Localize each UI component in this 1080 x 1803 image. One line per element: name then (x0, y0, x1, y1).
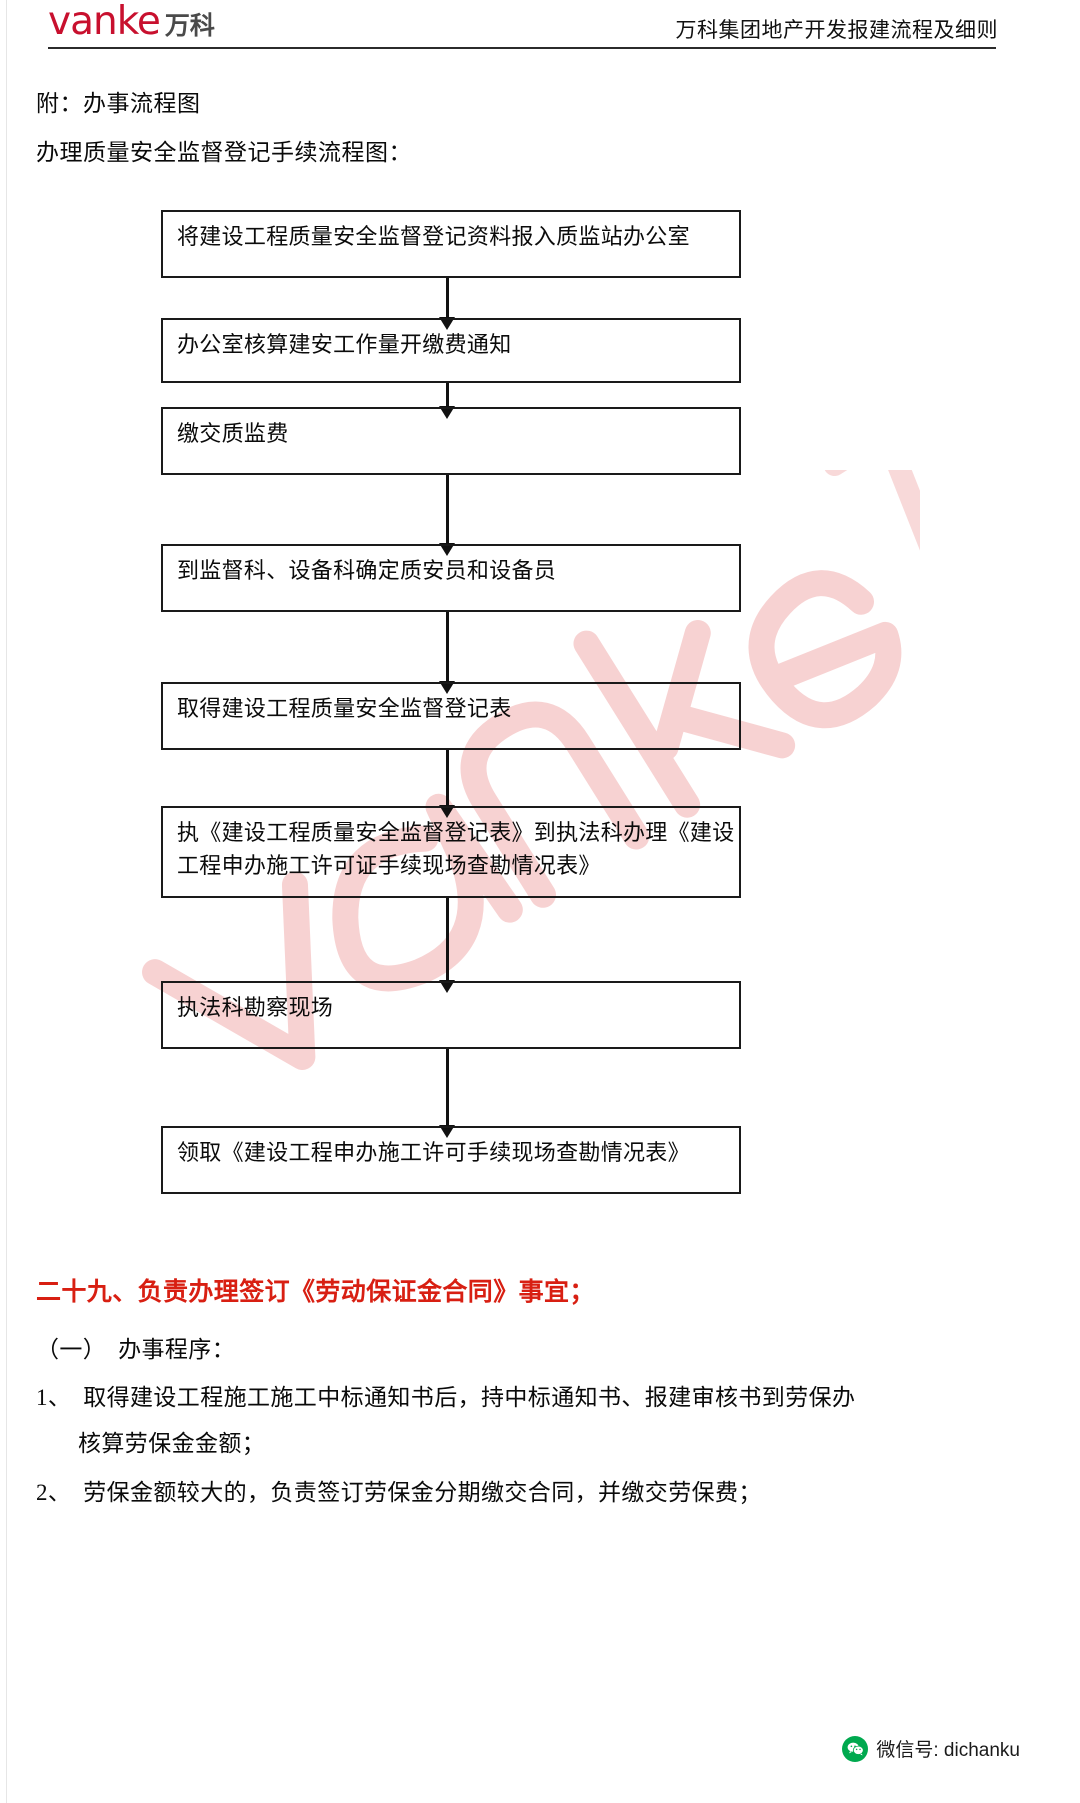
flow-arrow-7-8 (439, 1049, 455, 1138)
flow-node-5-line-1: 取得建设工程质量安全监督登记表 (177, 696, 512, 721)
flow-arrow-3-4 (439, 475, 455, 556)
flow-node-1: 将建设工程质量安全监督登记资料报入质监站办公室 (161, 210, 741, 278)
section-heading: 二十九、负责办理签订《劳动保证金合同》事宜； (36, 1279, 595, 1306)
logo-chinese-name: 万科 (164, 13, 215, 40)
flow-node-2: 办公室核算建安工作量开缴费通知 (161, 318, 741, 383)
footer: 微信号: dichanku (842, 1735, 1020, 1762)
flow-node-7: 执法科勘察现场 (161, 981, 741, 1049)
vanke-logo: vanke 万科 (48, 2, 215, 41)
flow-arrow-1-2 (439, 278, 455, 330)
page-header: vanke 万科 万科集团地产开发报建流程及细则 (0, 0, 1080, 58)
flow-arrow-5-6 (439, 750, 455, 818)
attachment-label: 附：办事流程图 (36, 91, 201, 116)
section-item-1-line-1: 1、 取得建设工程施工施工中标通知书后，持中标通知书、报建审核书到劳保办 (36, 1385, 856, 1410)
footer-wechat-id: 微信号: dichanku (876, 1740, 1020, 1761)
flow-node-8: 领取《建设工程申办施工许可手续现场查勘情况表》 (161, 1126, 741, 1194)
flow-node-1-line-1: 将建设工程质量安全监督登记资料报入质监站办公室 (177, 224, 690, 249)
logo-wordmark: vanke (48, 0, 161, 44)
flow-node-5: 取得建设工程质量安全监督登记表 (161, 682, 741, 750)
flow-node-4-line-1: 到监督科、设备科确定质安员和设备员 (177, 558, 557, 583)
header-title: 万科集团地产开发报建流程及细则 (675, 18, 998, 42)
wechat-icon (842, 1735, 869, 1762)
flow-node-4: 到监督科、设备科确定质安员和设备员 (161, 544, 741, 612)
section-item-1-line-2: 核算劳保金金额； (78, 1431, 266, 1456)
flow-node-2-line-1: 办公室核算建安工作量开缴费通知 (177, 332, 512, 357)
flow-node-8-line-1: 领取《建设工程申办施工许可手续现场查勘情况表》 (177, 1140, 690, 1165)
flow-node-6: 执《建设工程质量安全监督登记表》到执法科办理《建设 工程申办施工许可证手续现场查… (161, 806, 741, 898)
flow-arrow-2-3 (439, 383, 455, 419)
page-left-edge (0, 0, 7, 1803)
section-item-2: 2、 劳保金额较大的，负责签订劳保金分期缴交合同，并缴交劳保费； (36, 1480, 762, 1505)
flow-node-3-line-1: 缴交质监费 (177, 421, 289, 446)
header-divider (48, 47, 996, 49)
flowchart-title: 办理质量安全监督登记手续流程图： (36, 140, 412, 165)
section-subheading: （一） 办事程序： (36, 1337, 236, 1362)
flow-arrow-6-7 (439, 898, 455, 993)
flow-node-7-line-1: 执法科勘察现场 (177, 995, 334, 1020)
flow-arrow-4-5 (439, 612, 455, 694)
flow-node-6-line-1: 执《建设工程质量安全监督登记表》到执法科办理《建设 (177, 820, 735, 845)
flow-node-3: 缴交质监费 (161, 407, 741, 475)
flow-node-6-line-2: 工程申办施工许可证手续现场查勘情况表》 (177, 853, 601, 878)
